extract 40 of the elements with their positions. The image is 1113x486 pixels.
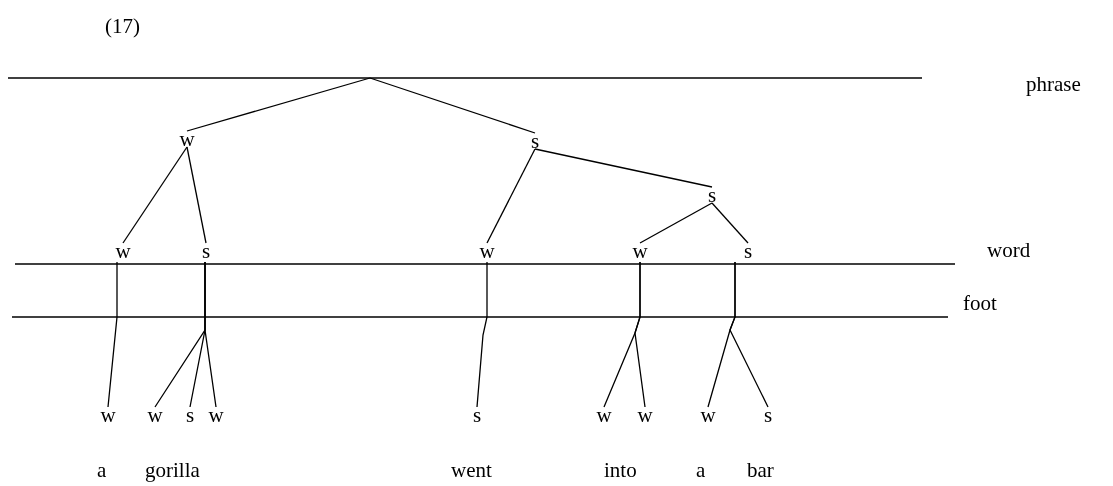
example-number: (17) [105, 14, 140, 38]
tier-label: word [987, 238, 1031, 262]
tree-branch [534, 148, 713, 188]
word-label: a [696, 458, 706, 482]
tree-node-label: s [740, 240, 756, 262]
tree-branch [729, 261, 769, 408]
tree-node-label: w [479, 240, 495, 262]
tree-node-label: s [760, 404, 776, 426]
tree-branch [639, 202, 713, 244]
tree-node-label: s [469, 404, 485, 426]
tier-label: foot [963, 291, 997, 315]
word-label: into [604, 458, 637, 482]
tree-node-label: w [637, 404, 653, 426]
tree-node-label: s [182, 404, 198, 426]
tree-branch [186, 146, 207, 244]
tree-branch [711, 202, 749, 244]
tree-node-label: w [179, 128, 195, 150]
tree-branch [107, 261, 118, 408]
tree-node-label: w [147, 404, 163, 426]
tree-branch [122, 146, 188, 244]
tree-node-label: w [700, 404, 716, 426]
tree-node-label: w [596, 404, 612, 426]
word-label: a [97, 458, 107, 482]
tree-branch [634, 261, 646, 408]
tier-label: phrase [1026, 72, 1081, 96]
tree-node-label: s [198, 240, 214, 262]
word-label: went [451, 458, 492, 482]
tree-branch [476, 261, 488, 408]
tree-node-label: w [208, 404, 224, 426]
tree-node-label: s [527, 130, 543, 152]
tree-branch [204, 261, 217, 408]
tree-branch [369, 77, 536, 134]
tree-node-label: w [632, 240, 648, 262]
tree-node-label: s [704, 184, 720, 206]
word-label: bar [747, 458, 774, 482]
tree-node-label: w [100, 404, 116, 426]
tree-branch [486, 148, 536, 244]
tree-branch [186, 77, 371, 132]
tree-node-label: w [115, 240, 131, 262]
word-label: gorilla [145, 458, 200, 482]
